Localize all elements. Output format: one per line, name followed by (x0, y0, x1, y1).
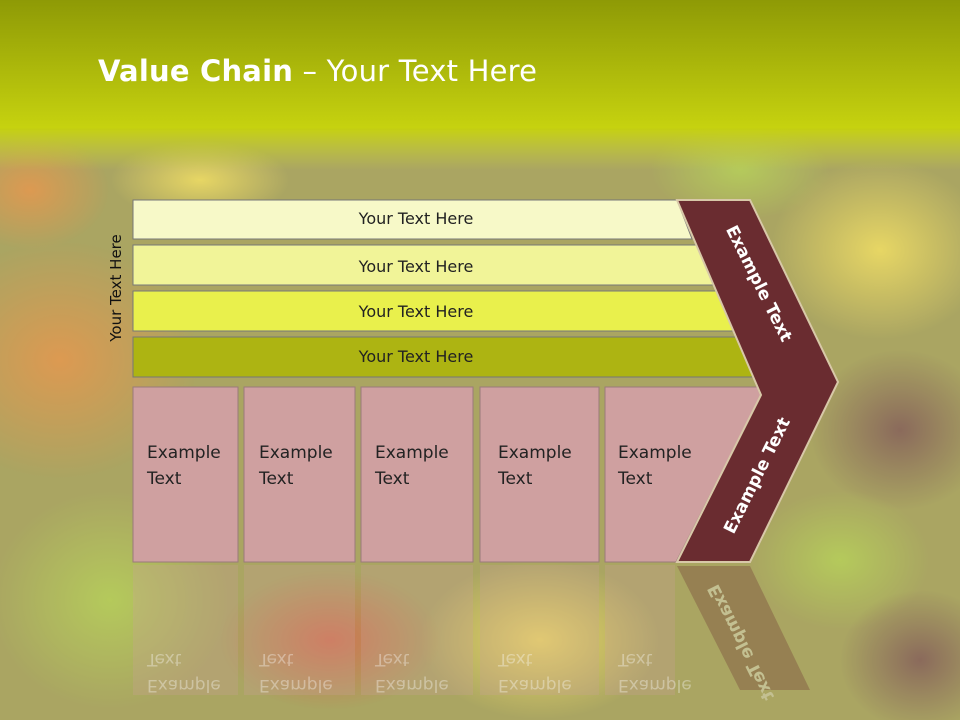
cell-2-line2: Text (259, 469, 294, 489)
chevron-reflection: Example Text (677, 566, 810, 704)
reflection-label-4a: Example (498, 675, 572, 695)
reflection-label-1b: Text (146, 649, 182, 669)
chevron-reflection-shape (677, 566, 810, 690)
reflection-box-2 (244, 565, 355, 695)
band-label-1: Your Text Here (358, 209, 474, 228)
band-label-4: Your Text Here (358, 347, 474, 366)
reflection-label-4b: Text (497, 649, 533, 669)
reflection-box-5 (605, 565, 675, 695)
cell-1-line1: Example (147, 443, 221, 463)
cell-1-line2: Text (147, 469, 182, 489)
band-shape-1 (132, 199, 693, 240)
cell-box-3 (360, 386, 474, 563)
page-title: Value Chain – Your Text Here (98, 54, 537, 88)
cell-3-line1: Example (375, 443, 449, 463)
reflection-label-5a: Example (618, 675, 692, 695)
cells-group (132, 386, 762, 563)
cell-3-line2: Text (375, 469, 410, 489)
cell-box-2 (243, 386, 356, 563)
reflection-box-1 (133, 565, 238, 695)
cell-text-2: Example Text (259, 440, 354, 492)
cell-text-3: Example Text (375, 440, 470, 492)
reflection-label-2a: Example (259, 675, 333, 695)
cell-4-line1: Example (498, 443, 572, 463)
band-row-4: Your Text Here (132, 336, 764, 378)
band-label-3: Your Text Here (358, 302, 474, 321)
cell-5-line1: Example (618, 443, 692, 463)
band-row-1: Your Text Here (132, 199, 693, 240)
cell-5-line2: Text (618, 469, 653, 489)
cell-text-4: Example Text (498, 440, 593, 492)
band-label-2: Your Text Here (358, 257, 474, 276)
chevron-shape (675, 199, 840, 563)
reflection-box-3 (361, 565, 473, 695)
cells-reflection (133, 565, 675, 695)
reflection-labels: Example Text Example Text Example Text E… (146, 649, 692, 695)
reflection-label-1a: Example (147, 675, 221, 695)
reflection-label-3b: Text (374, 649, 410, 669)
reflection-label-3a: Example (375, 675, 449, 695)
cell-box-1 (132, 386, 239, 563)
reflection-label-5b: Text (617, 649, 653, 669)
cell-4-line2: Text (498, 469, 533, 489)
band-row-3: Your Text Here (132, 290, 739, 332)
reflection-label-2b: Text (258, 649, 294, 669)
cell-2-line1: Example (259, 443, 333, 463)
cell-text-1: Example Text (147, 440, 242, 492)
cell-text-5: Example Text (618, 440, 713, 492)
reflection-box-4 (480, 565, 599, 695)
band-row-2: Your Text Here (132, 244, 715, 286)
title-bold: Value Chain (98, 54, 294, 88)
title-rest: – Your Text Here (293, 54, 538, 88)
cell-box-4 (479, 386, 600, 563)
